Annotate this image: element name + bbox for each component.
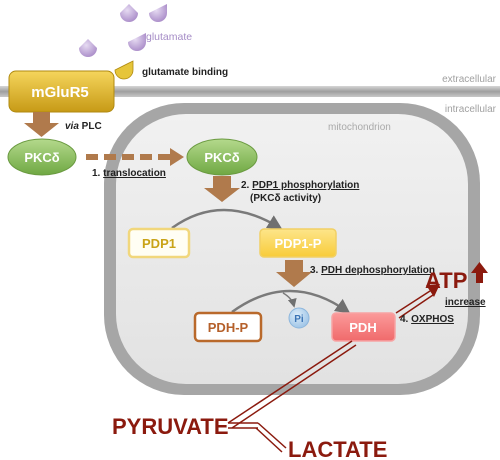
pdh-p-label: PDH-P — [208, 320, 249, 335]
pdh-box: PDH — [331, 312, 396, 342]
pi-molecule: Pi — [288, 307, 310, 329]
pdp1-box: PDP1 — [127, 227, 191, 259]
intracellular-label: intracellular — [445, 104, 497, 115]
pdp1-p-label: PDP1-P — [275, 236, 322, 251]
pdp1-label: PDP1 — [142, 236, 176, 251]
atp-label: ATP — [425, 268, 467, 293]
pyruvate-label: PYRUVATE — [112, 414, 229, 439]
atp-increase: ATP increase — [425, 262, 488, 308]
translocation-step-label: 1. translocation — [92, 168, 166, 179]
atp-increase-label: increase — [445, 297, 486, 308]
pkc-delta-mito-label: PKCδ — [204, 150, 239, 165]
glutamate-molecule-icon — [120, 4, 138, 22]
glutamate-molecules: glutamate — [79, 4, 192, 57]
glutamate-molecule-icon — [128, 33, 146, 51]
extracellular-label: extracellular — [442, 74, 497, 85]
translocation-arrow: 1. translocation — [86, 148, 184, 179]
via-plc-label: via PLC — [65, 121, 102, 132]
pdh-conversion-arrow — [231, 289, 351, 314]
lactate-label: LACTATE — [288, 437, 387, 460]
pdp1-p-box: PDP1-P — [259, 228, 337, 258]
oxphos-step-label: 4. OXPHOS — [400, 314, 454, 325]
pdh-label: PDH — [349, 320, 376, 335]
pi-label: Pi — [294, 314, 304, 325]
pdh-p-box: PDH-P — [193, 311, 263, 343]
pdp1-conversion-arrow — [171, 208, 283, 230]
up-arrow-head-icon — [471, 262, 488, 273]
pkc-activity-label: (PKCδ activity) — [250, 193, 321, 204]
pkc-delta-mito: PKCδ — [186, 138, 258, 176]
dephosphorylation-step-label: 3. PDH dephosphorylation — [310, 265, 435, 276]
glutamate-label: glutamate — [146, 31, 192, 43]
pi-release-arrow — [282, 292, 297, 308]
glutamate-binding-label: glutamate binding — [142, 67, 228, 78]
mglur5-receptor: mGluR5 glutamate binding — [8, 60, 228, 113]
pkc-delta-cytosol: PKCδ — [7, 138, 77, 176]
bound-glutamate-icon — [114, 60, 134, 80]
up-arrow-icon — [476, 272, 483, 283]
phosphorylation-arrow: 2. PDP1 phosphorylation (PKCδ activity) — [204, 176, 359, 204]
via-plc-arrow: via PLC — [24, 112, 102, 137]
phosphorylation-step-label: 2. PDP1 phosphorylation — [241, 180, 359, 191]
cell-membrane: extracellular intracellular — [0, 74, 500, 115]
glutamate-molecule-icon — [149, 4, 167, 22]
pkc-delta-cytosol-label: PKCδ — [24, 150, 59, 165]
dephosphorylation-arrow: 3. PDH dephosphorylation — [276, 260, 435, 287]
metabolic-flux-arrows — [227, 284, 440, 453]
mitochondrion-label: mitochondrion — [328, 122, 391, 133]
mglur5-label: mGluR5 — [31, 84, 89, 101]
glutamate-molecule-icon — [79, 39, 97, 57]
